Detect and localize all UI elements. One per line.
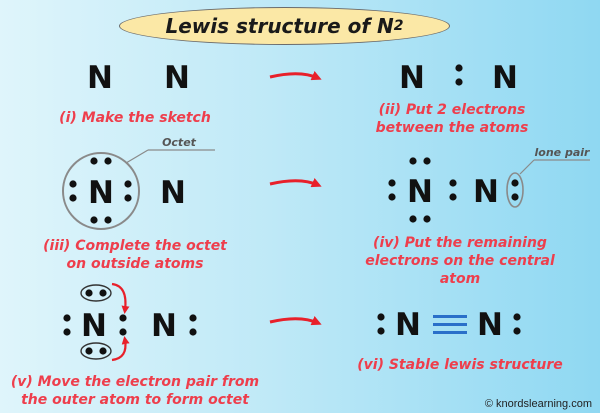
step-6-caption: (vi) Stable lewis structure [357, 357, 563, 373]
electron-dot [511, 193, 519, 201]
atom-n: N [81, 308, 107, 344]
electron-dot [455, 78, 463, 86]
electron-dot [513, 327, 521, 335]
moving-pair-ellipse [80, 342, 112, 360]
electron-dot [104, 216, 112, 224]
electron-dot [423, 215, 431, 223]
electron-dot [409, 157, 417, 165]
electron-dot [388, 179, 396, 187]
electron-dot [90, 157, 98, 165]
electron-dot [99, 289, 107, 297]
atom-n: N [473, 174, 499, 210]
octet-circle [62, 152, 140, 230]
electron-dot [513, 313, 521, 321]
lone-pair-label: lone pair [535, 146, 591, 159]
octet-label: Octet [162, 136, 197, 149]
atom-n: N [88, 175, 114, 211]
step-2-caption: (ii) Put 2 electrons between the atoms [375, 102, 529, 136]
electron-dot [69, 180, 77, 188]
electron-dot [455, 64, 463, 72]
title-subscript: 2 [393, 18, 404, 34]
atom-n: N [492, 60, 518, 96]
step-arrow-3 [269, 315, 322, 326]
step-3-caption: (iii) Complete the octet on outside atom… [43, 238, 227, 272]
lone-pair-ellipse [506, 172, 524, 208]
electron-dot [99, 347, 107, 355]
electron-dot [85, 289, 93, 297]
step-arrow-1 [269, 70, 322, 81]
step-4-caption: (iv) Put the remaining electrons on the … [365, 235, 555, 287]
electron-dot [119, 314, 127, 322]
electron-dot [104, 157, 112, 165]
triple-bond-line [433, 323, 467, 326]
atom-n: N [407, 174, 433, 210]
title-text: Lewis structure of N [165, 14, 394, 38]
electron-dot [69, 194, 77, 202]
electron-dot [63, 314, 71, 322]
moving-pair-ellipse [80, 284, 112, 302]
electron-dot [189, 328, 197, 336]
electron-dot [189, 314, 197, 322]
electron-dot [449, 193, 457, 201]
atom-n: N [151, 308, 177, 344]
electron-dot [63, 328, 71, 336]
copyright-text: © knordslearning.com [484, 398, 592, 410]
step-arrow-2 [269, 177, 322, 188]
electron-dot [90, 216, 98, 224]
atom-n: N [164, 60, 190, 96]
triple-bond-line [433, 331, 467, 334]
electron-dot [449, 179, 457, 187]
electron-dot [119, 328, 127, 336]
electron-dot [124, 194, 132, 202]
electron-dot [377, 327, 385, 335]
electron-dot [388, 193, 396, 201]
triple-bond-line [433, 315, 467, 318]
octet-callout-line [125, 149, 149, 164]
atom-n: N [399, 60, 425, 96]
step-1-caption: (i) Make the sketch [59, 110, 211, 126]
lone-pair-callout-line [519, 159, 535, 175]
curved-arrow-bottom [111, 336, 130, 362]
electron-dot [377, 313, 385, 321]
curved-arrow-top [111, 282, 130, 314]
electron-dot [124, 180, 132, 188]
step-5-caption: (v) Move the electron pair from the oute… [10, 374, 260, 408]
electron-dot [85, 347, 93, 355]
atom-n: N [395, 307, 421, 343]
electron-dot [423, 157, 431, 165]
electron-dot [409, 215, 417, 223]
electron-dot [511, 179, 519, 187]
atom-n: N [160, 175, 186, 211]
atom-n: N [87, 60, 113, 96]
atom-n: N [477, 307, 503, 343]
